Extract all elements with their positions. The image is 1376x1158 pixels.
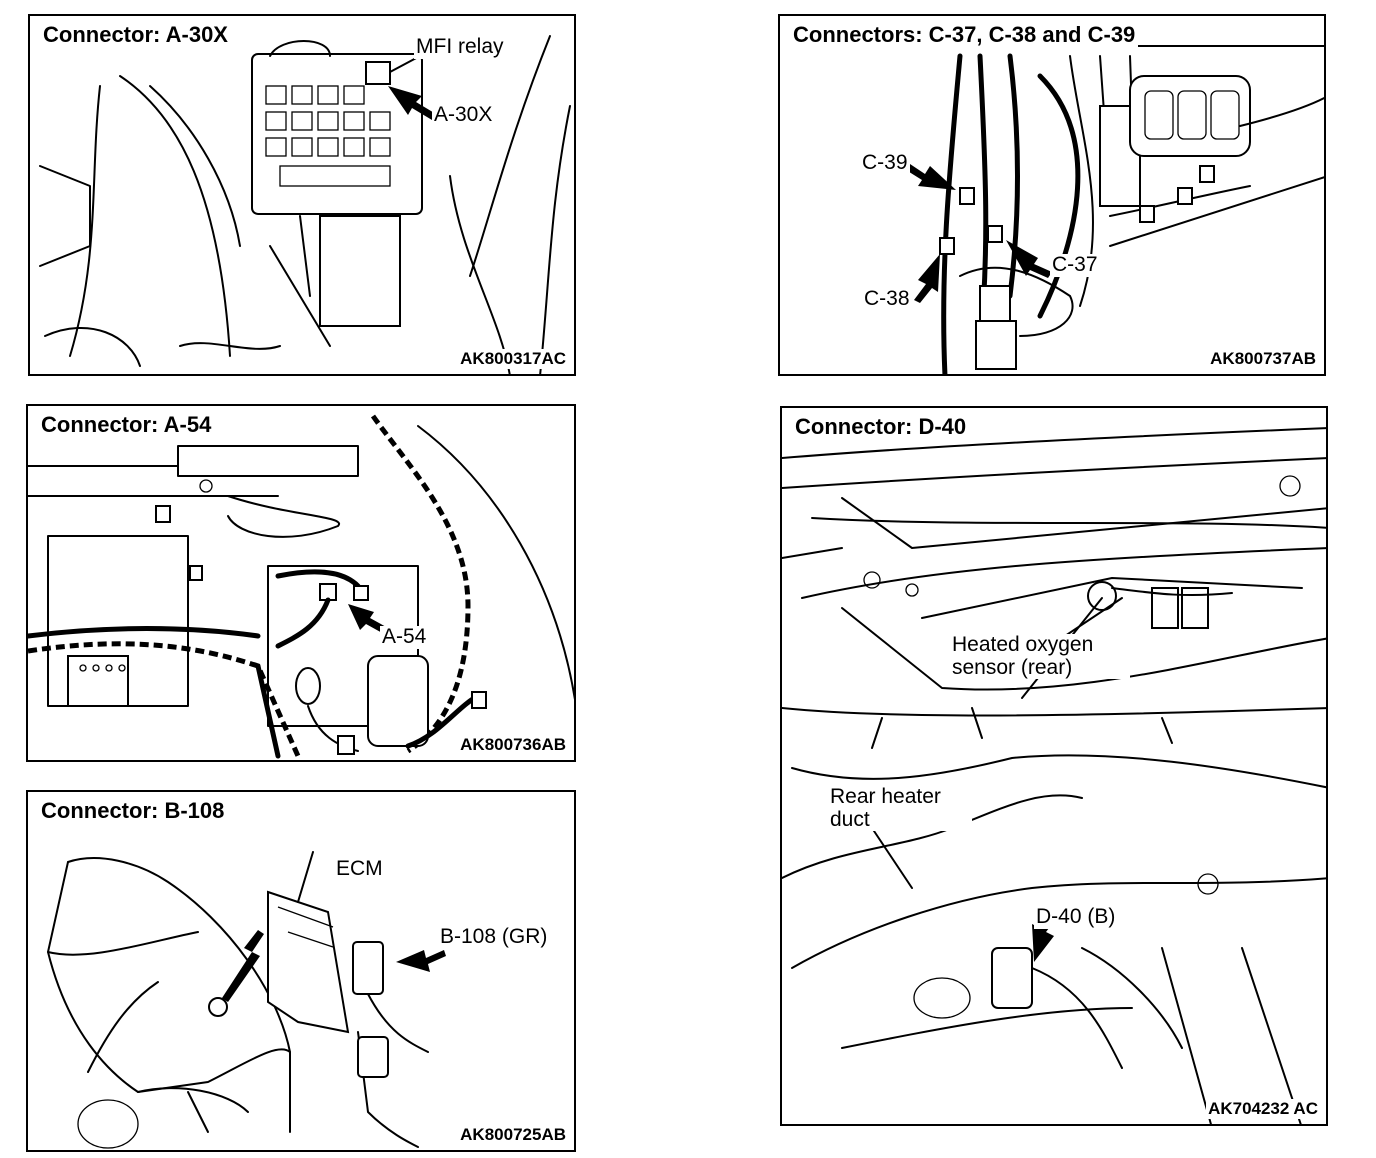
panel-a30x: Connector: A-30X MFI relay A-30X AK80031… — [28, 14, 576, 376]
label-d40: D-40 (B) — [1034, 905, 1118, 929]
terminal-block — [67, 655, 129, 707]
c39-connector — [959, 187, 975, 205]
figure-code: AK800725AB — [458, 1125, 568, 1145]
figure-code: AK800317AC — [458, 349, 568, 369]
panel-a54: Connector: A-54 A-54 AK800736AB — [26, 404, 576, 762]
label-rear-heater-duct: Rear heater duct — [828, 785, 972, 832]
oxygen-sensor — [1087, 581, 1117, 611]
c38-connector — [939, 237, 955, 255]
fuse-block — [251, 53, 423, 215]
label-ecm: ECM — [334, 857, 385, 881]
panel-b108: Connector: B-108 ECM B-108 (GR) AK800725… — [26, 790, 576, 1152]
label-c39: C-39 — [860, 151, 910, 175]
d40-illustration — [782, 427, 1326, 1124]
label-heated-oxygen-sensor: Heated oxygen sensor (rear) — [950, 633, 1130, 680]
label-a30x: A-30X — [432, 103, 495, 127]
label-a54: A-54 — [380, 625, 429, 649]
panel-title: Connector: A-30X — [40, 22, 231, 48]
figure-code: AK800736AB — [458, 735, 568, 755]
label-c38: C-38 — [862, 287, 912, 311]
panel-title: Connector: B-108 — [38, 798, 228, 824]
label-b108: B-108 (GR) — [438, 925, 550, 949]
b108-connector — [352, 941, 384, 995]
mfi-relay-shape — [365, 61, 391, 85]
d40-connector — [991, 947, 1033, 1009]
b108-illustration — [47, 851, 446, 1149]
c37-connector — [987, 225, 1003, 243]
figure-code: AK704232 AC — [1206, 1099, 1320, 1119]
panel-title: Connectors: C-37, C-38 and C-39 — [790, 22, 1139, 48]
label-c37: C-37 — [1050, 253, 1100, 277]
panel-title: Connector: D-40 — [792, 414, 970, 440]
a30x-illustration — [39, 35, 571, 374]
c37-c38-c39-illustration — [906, 45, 1324, 374]
ecm-location-marker — [208, 997, 228, 1017]
panel-d40: Connector: D-40 Heated oxygen sensor (re… — [780, 406, 1328, 1126]
label-mfi-relay: MFI relay — [414, 35, 506, 59]
ecm-unit — [267, 890, 350, 1034]
panel-opening — [1129, 75, 1251, 157]
panel-c37-c38-c39: Connectors: C-37, C-38 and C-39 C-39 C-3… — [778, 14, 1326, 376]
relay-box-shape — [319, 215, 401, 327]
a54-illustration — [28, 414, 574, 759]
figure-code: AK800737AB — [1208, 349, 1318, 369]
panel-title: Connector: A-54 — [38, 412, 215, 438]
